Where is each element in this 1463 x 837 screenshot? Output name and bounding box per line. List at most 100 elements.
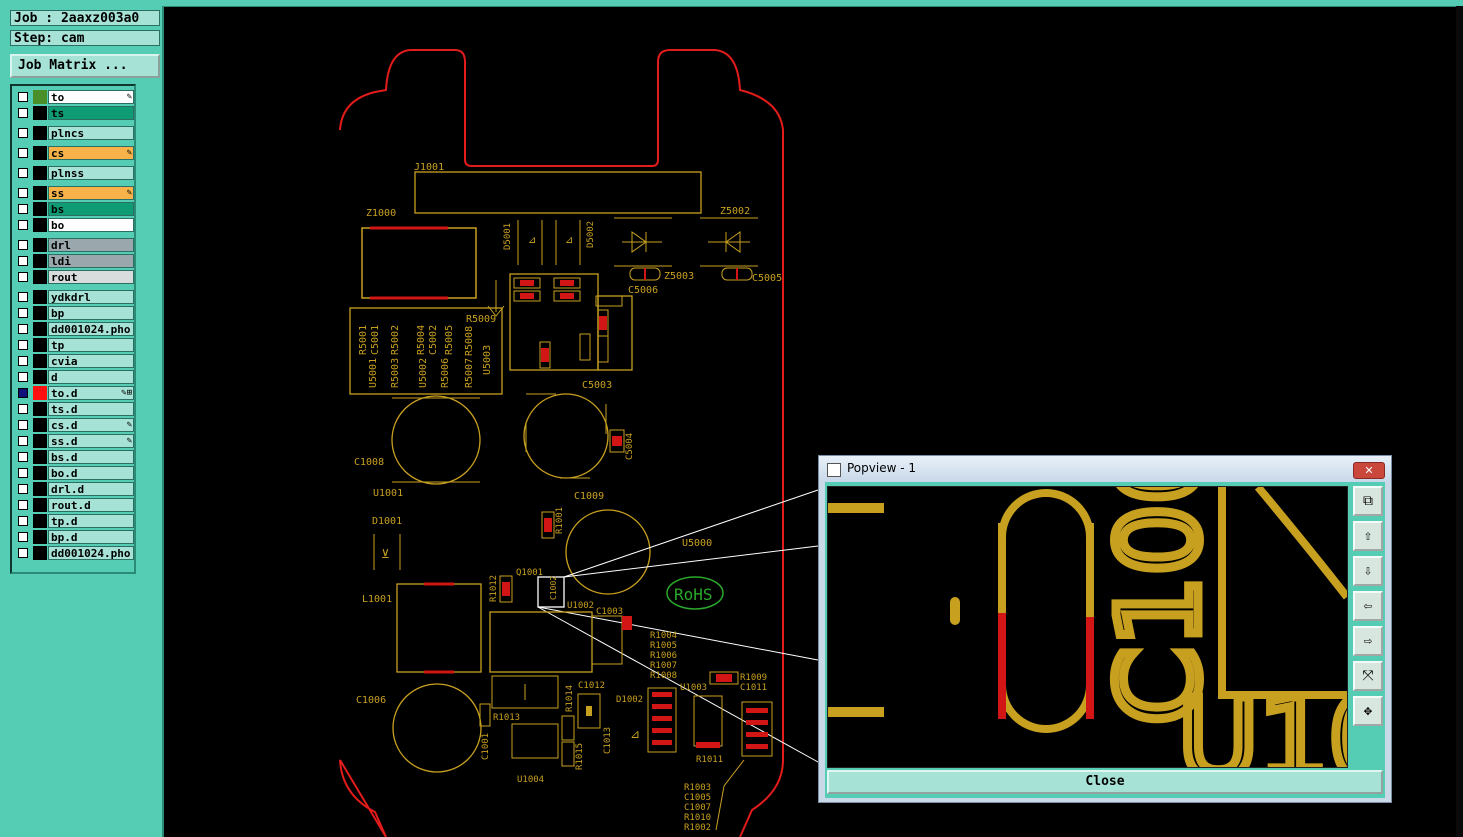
layer-name[interactable]: ldi bbox=[48, 254, 134, 268]
layer-name[interactable]: tp bbox=[48, 338, 134, 352]
job-matrix-button[interactable]: Job Matrix ... bbox=[10, 54, 160, 78]
layer-row[interactable]: to.d✎⊞ bbox=[16, 386, 134, 400]
layer-row[interactable]: plnss bbox=[16, 166, 134, 180]
pan-down-icon[interactable]: ⇩ bbox=[1353, 556, 1383, 586]
layer-row[interactable]: ss✎ bbox=[16, 186, 134, 200]
layer-row[interactable]: ydkdrl bbox=[16, 290, 134, 304]
layer-checkbox[interactable] bbox=[18, 356, 28, 366]
close-button[interactable]: Close bbox=[827, 770, 1383, 794]
layer-checkbox[interactable] bbox=[18, 188, 28, 198]
layer-color-swatch[interactable] bbox=[33, 306, 47, 320]
layer-checkbox[interactable] bbox=[18, 484, 28, 494]
layer-checkbox[interactable] bbox=[18, 92, 28, 102]
layer-checkbox[interactable] bbox=[18, 452, 28, 462]
layer-color-swatch[interactable] bbox=[33, 546, 47, 560]
layer-color-swatch[interactable] bbox=[33, 418, 47, 432]
layer-checkbox[interactable] bbox=[18, 256, 28, 266]
layer-color-swatch[interactable] bbox=[33, 530, 47, 544]
layer-name[interactable]: d bbox=[48, 370, 134, 384]
pan-up-icon[interactable]: ⇧ bbox=[1353, 521, 1383, 551]
layer-name[interactable]: tp.d bbox=[48, 514, 134, 528]
layer-row[interactable]: bp bbox=[16, 306, 134, 320]
layer-checkbox[interactable] bbox=[18, 272, 28, 282]
layer-row[interactable]: ldi bbox=[16, 254, 134, 268]
layer-checkbox[interactable] bbox=[18, 516, 28, 526]
layer-row[interactable]: bo.d bbox=[16, 466, 134, 480]
layer-name[interactable]: to bbox=[48, 90, 134, 104]
layer-color-swatch[interactable] bbox=[33, 186, 47, 200]
layer-color-swatch[interactable] bbox=[33, 450, 47, 464]
layer-color-swatch[interactable] bbox=[33, 126, 47, 140]
layer-name[interactable]: cs bbox=[48, 146, 134, 160]
layer-row[interactable]: bo bbox=[16, 218, 134, 232]
pan-right-icon[interactable]: ⇨ bbox=[1353, 626, 1383, 656]
popview-zoom-view[interactable]: C100 U100 bbox=[827, 486, 1348, 768]
layer-row[interactable]: tp bbox=[16, 338, 134, 352]
layer-row[interactable]: ss.d✎ bbox=[16, 434, 134, 448]
layer-color-swatch[interactable] bbox=[33, 106, 47, 120]
layer-color-swatch[interactable] bbox=[33, 402, 47, 416]
layer-checkbox[interactable] bbox=[18, 340, 28, 350]
layer-name[interactable]: ydkdrl bbox=[48, 290, 134, 304]
layer-row[interactable]: bs.d bbox=[16, 450, 134, 464]
layer-color-swatch[interactable] bbox=[33, 370, 47, 384]
layer-checkbox[interactable] bbox=[18, 420, 28, 430]
layer-color-swatch[interactable] bbox=[33, 466, 47, 480]
layer-checkbox[interactable] bbox=[18, 324, 28, 334]
layer-name[interactable]: bp.d bbox=[48, 530, 134, 544]
layer-name[interactable]: rout.d bbox=[48, 498, 134, 512]
layer-color-swatch[interactable] bbox=[33, 202, 47, 216]
layer-name[interactable]: plncs bbox=[48, 126, 134, 140]
layer-row[interactable]: rout.d bbox=[16, 498, 134, 512]
layer-checkbox[interactable] bbox=[18, 204, 28, 214]
layer-checkbox[interactable] bbox=[18, 404, 28, 414]
layer-row[interactable]: cvia bbox=[16, 354, 134, 368]
layer-name[interactable]: bo.d bbox=[48, 466, 134, 480]
layer-name[interactable]: bp bbox=[48, 306, 134, 320]
layer-name[interactable]: cs.d bbox=[48, 418, 134, 432]
layer-name[interactable]: ts bbox=[48, 106, 134, 120]
layer-checkbox[interactable] bbox=[18, 468, 28, 478]
layer-checkbox[interactable] bbox=[18, 220, 28, 230]
layer-checkbox[interactable] bbox=[18, 292, 28, 302]
layer-name[interactable]: to.d bbox=[48, 386, 134, 400]
layer-name[interactable]: plnss bbox=[48, 166, 134, 180]
layer-checkbox[interactable] bbox=[18, 168, 28, 178]
layer-name[interactable]: ss.d bbox=[48, 434, 134, 448]
layer-checkbox[interactable] bbox=[18, 308, 28, 318]
layer-name[interactable]: dd001024.pho bbox=[48, 322, 134, 336]
layer-color-swatch[interactable] bbox=[33, 434, 47, 448]
layer-name[interactable]: bs.d bbox=[48, 450, 134, 464]
layer-checkbox[interactable] bbox=[18, 128, 28, 138]
layer-row[interactable]: drl bbox=[16, 238, 134, 252]
layer-name[interactable]: rout bbox=[48, 270, 134, 284]
layer-name[interactable]: ss bbox=[48, 186, 134, 200]
layer-name[interactable]: cvia bbox=[48, 354, 134, 368]
layer-row[interactable]: dd001024.pho bbox=[16, 546, 134, 560]
layer-row[interactable]: rout bbox=[16, 270, 134, 284]
layer-row[interactable]: d bbox=[16, 370, 134, 384]
layer-row[interactable]: bp.d bbox=[16, 530, 134, 544]
layer-row[interactable]: to✎ bbox=[16, 90, 134, 104]
layer-color-swatch[interactable] bbox=[33, 498, 47, 512]
layer-color-swatch[interactable] bbox=[33, 166, 47, 180]
layer-name[interactable]: drl bbox=[48, 238, 134, 252]
layer-checkbox[interactable] bbox=[18, 532, 28, 542]
layer-checkbox[interactable] bbox=[18, 240, 28, 250]
layer-name[interactable]: dd001024.pho bbox=[48, 546, 134, 560]
layer-color-swatch[interactable] bbox=[33, 90, 47, 104]
layer-checkbox[interactable] bbox=[18, 500, 28, 510]
layer-name[interactable]: ts.d bbox=[48, 402, 134, 416]
zoom-fit-icon[interactable]: ⤧ bbox=[1353, 661, 1383, 691]
layer-checkbox[interactable] bbox=[18, 548, 28, 558]
layer-row[interactable]: ts bbox=[16, 106, 134, 120]
layer-color-swatch[interactable] bbox=[33, 338, 47, 352]
layer-color-swatch[interactable] bbox=[33, 146, 47, 160]
layer-row[interactable]: cs.d✎ bbox=[16, 418, 134, 432]
layer-checkbox[interactable] bbox=[18, 108, 28, 118]
layer-color-swatch[interactable] bbox=[33, 322, 47, 336]
zoom-center-icon[interactable]: ✥ bbox=[1353, 696, 1383, 726]
board-canvas[interactable]: J1001 Z1000 ⊿⊿ D5001 D5002 Z5002 C5006 Z… bbox=[164, 6, 1456, 837]
layer-name[interactable]: bo bbox=[48, 218, 134, 232]
layer-color-swatch[interactable] bbox=[33, 290, 47, 304]
